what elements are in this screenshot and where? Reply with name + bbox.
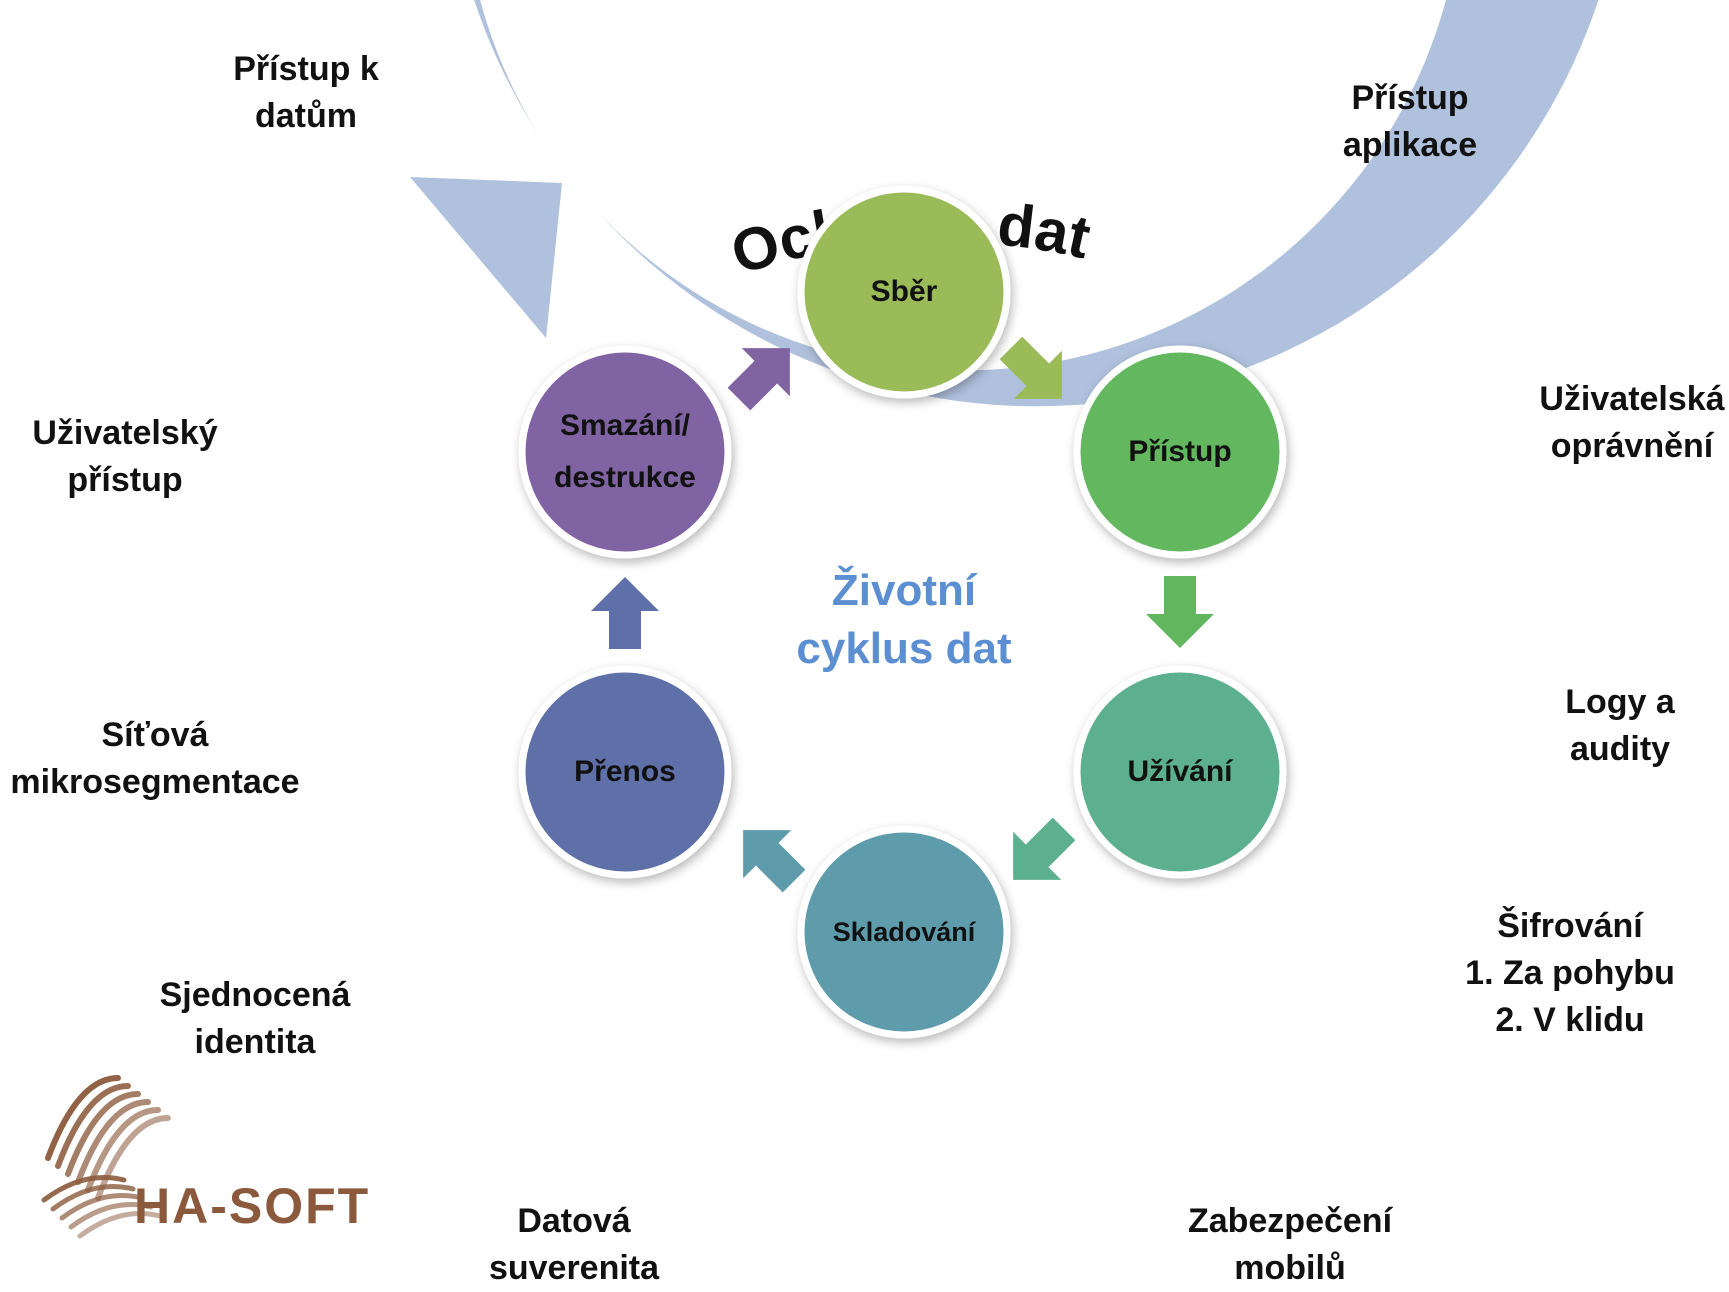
node-label-sber: Sběr [870,275,938,308]
logo-stroke [41,1175,127,1203]
lifecycle-arrow-smazani-to-sber [727,348,790,411]
lifecycle-arrow-pristup-to-uzivani [1146,576,1214,648]
logo-mark-icon [41,1075,171,1239]
logo-stroke [95,1115,171,1201]
logo-stroke [85,1107,161,1193]
logo-stroke [55,1083,131,1169]
lifecycle-nodes [518,185,1287,1039]
label-datova-suverenita: Datová suverenita [488,1202,660,1287]
label-pristup-aplikace: Přístup aplikace [1342,79,1478,164]
lifecycle-node-prenos [518,665,732,879]
label-sjednocena-identita: Sjednocená identita [159,976,351,1061]
lifecycle-node-skladovani [797,825,1011,1039]
lifecycle-arrow-prenos-to-smazani [591,577,659,649]
node-label-skladovani: Skladování [832,917,976,947]
label-logy-a-audity: Logy a audity [1565,683,1675,768]
logo-stroke [50,1184,136,1212]
logo-text: HA-SOFT [134,1178,371,1234]
lifecycle-arrow-sber-to-pristup [999,336,1062,399]
logo-stroke [77,1211,163,1239]
center-label: Životní cyklus dat [796,566,1012,673]
node-label-uzivani: Užívání [1127,755,1233,788]
logo-stroke [68,1202,154,1230]
protection-ring-arrowhead [410,177,562,338]
lifecycle-node-smazani [518,345,732,559]
label-uzivatelska-opravneni: Uživatelská oprávnění [1539,380,1725,465]
logo-stroke [65,1091,141,1177]
node-label-pristup: Přístup [1128,435,1232,468]
label-sifrovani: Šifrování 1. Za pohybu 2. V klidu [1465,907,1675,1039]
protection-ring-band [474,0,1599,407]
lifecycle-node-uzivani [1073,665,1287,879]
protection-ring [410,0,1599,407]
label-uzivatelsky-pristup: Uživatelský přístup [32,414,218,499]
logo-stroke [75,1099,151,1185]
logo-stroke [45,1075,121,1161]
node-label-smazani: Smazání/ destrukce [554,409,696,494]
lifecycle-arrows [591,336,1214,893]
lifecycle-arrow-skladovani-to-prenos [743,830,806,893]
label-pristup-k-datum: Přístup k datům [233,50,379,135]
logo-stroke [59,1193,145,1221]
lifecycle-node-pristup [1073,345,1287,559]
lifecycle-node-sber [797,185,1011,399]
label-sitova-mikrosegmentace: Síťová mikrosegmentace [10,716,300,801]
lifecycle-arrow-uzivani-to-skladovani [1013,817,1076,880]
label-zabezpeceni-mobilu: Zabezpečení mobilů [1187,1202,1393,1287]
node-label-prenos: Přenos [574,755,676,788]
